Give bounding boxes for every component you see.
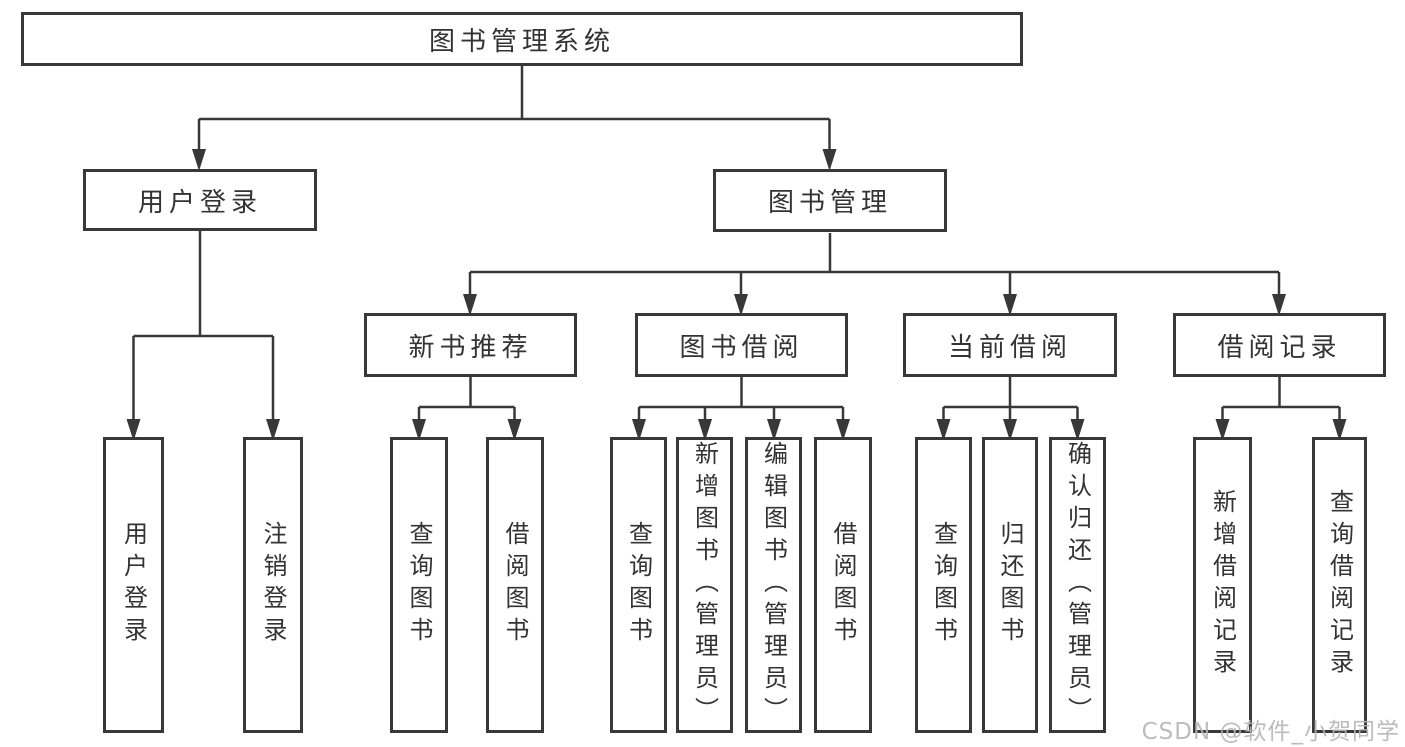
- node-root: 图书管理系统: [21, 12, 1023, 66]
- node-user-login: 用户登录: [83, 169, 317, 231]
- node-label: 新书推荐: [408, 332, 533, 363]
- node-label: 借阅图书: [829, 521, 857, 649]
- leaf-query-borrow-record: 查询借阅记录: [1312, 437, 1367, 733]
- connectors: [126, 66, 1347, 441]
- node-label: 新增借阅记录: [1208, 489, 1237, 681]
- leaf-add-borrow-record: 新增借阅记录: [1193, 437, 1252, 733]
- node-label: 查询图书: [405, 521, 433, 649]
- leaf-query-book-borrow: 查询图书: [610, 437, 667, 733]
- node-label: 查询图书: [929, 521, 958, 649]
- node-label: 当前借阅: [947, 332, 1072, 363]
- node-book-borrow: 图书借阅: [635, 313, 848, 377]
- leaf-confirm-return-admin: 确认归还（管理员）: [1049, 437, 1106, 733]
- node-label: 图书管理系统: [428, 26, 615, 57]
- node-label: 归还图书: [996, 521, 1024, 649]
- csdn-watermark: CSDN @软件_小贺同学: [1141, 719, 1400, 745]
- node-label: 新增图书（管理员）: [690, 441, 719, 729]
- leaf-edit-book-admin: 编辑图书（管理员）: [745, 437, 802, 733]
- node-label: 用户登录: [119, 521, 148, 649]
- leaf-query-book-current: 查询图书: [915, 437, 972, 733]
- node-label: 确认归还（管理员）: [1063, 441, 1092, 729]
- node-label: 查询图书: [624, 521, 653, 649]
- leaf-logout: 注销登录: [243, 437, 303, 733]
- node-new-book-recommend: 新书推荐: [364, 313, 577, 377]
- node-label: 图书借阅: [679, 332, 804, 363]
- leaf-user-login: 用户登录: [103, 437, 164, 733]
- node-label: 编辑图书（管理员）: [759, 441, 788, 729]
- node-label: 注销登录: [259, 521, 287, 649]
- node-label: 用户登录: [137, 187, 262, 218]
- node-book-management: 图书管理: [713, 169, 947, 232]
- node-label: 图书管理: [767, 188, 892, 218]
- leaf-add-book-admin: 新增图书（管理员）: [676, 437, 733, 733]
- leaf-borrow-book: 借阅图书: [814, 437, 872, 733]
- node-current-borrow: 当前借阅: [903, 313, 1117, 377]
- node-borrow-records: 借阅记录: [1173, 313, 1386, 377]
- node-label: 借阅记录: [1217, 332, 1342, 363]
- leaf-return-book: 归还图书: [982, 437, 1038, 733]
- node-label: 借阅图书: [501, 521, 529, 649]
- leaf-borrow-book-recommend: 借阅图书: [486, 437, 544, 733]
- node-label: 查询借阅记录: [1325, 489, 1354, 681]
- leaf-query-book-recommend: 查询图书: [390, 437, 448, 733]
